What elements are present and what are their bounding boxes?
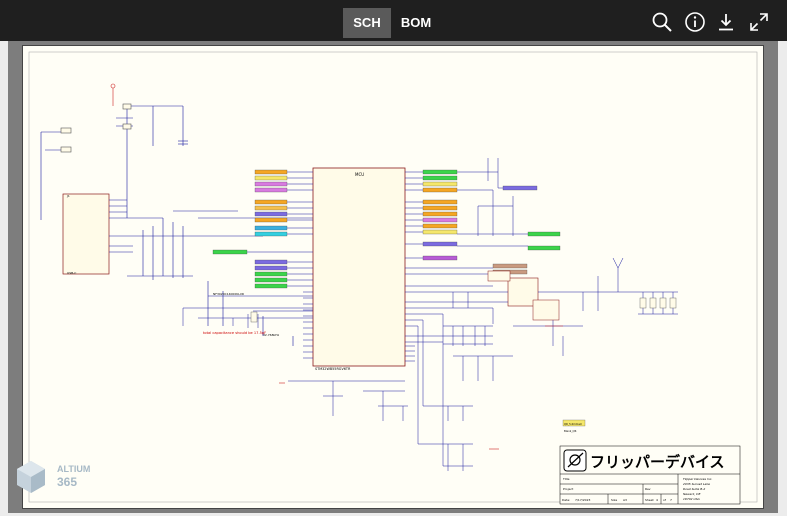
date-value: 7/17/2023 [575,498,590,502]
of-label: of [663,498,667,502]
download-icon[interactable] [715,11,737,33]
company-line-2: 2035 Sunset Lake [683,482,710,486]
of-value: 7 [670,498,672,502]
search-icon[interactable] [651,11,673,33]
company-line-4: Newark, DE [683,492,701,496]
schematic-drawing: J1 USB-C MCU STM32WB55RGV6TR [28,51,758,505]
viewer-toolbar: SCH BOM [0,0,787,41]
company-line-5: 19702 USA [683,497,700,501]
sheet-value: 4 [656,498,658,502]
altium-number: 365 [57,475,78,489]
tab-bom[interactable]: BOM [400,15,432,30]
altium-hex-icon [17,461,45,493]
flipper-logo [563,449,587,472]
qr-footprint-label: QR_5.0mmsm [564,422,583,426]
oscillator-value: 32.768kHz [263,333,279,337]
svg-text:J1: J1 [66,194,70,198]
capacitance-note: total capacitance should be 17.5pF [203,331,266,335]
qr-label: Blank_QR [564,429,577,433]
sheet-label: Sheet [645,498,654,502]
title-label: Title [562,477,570,481]
mcu-part-number: STM32WB55RGV6TR [315,367,351,371]
size-label: Size [611,498,617,502]
info-icon[interactable] [684,11,706,33]
date-label: Date: [562,498,570,502]
oscillator-part: NF3020C14000KLXR [213,292,244,296]
company-name-jp: フリッパーデバイス [590,453,725,471]
mcu-title: MCU [355,172,364,177]
altium-365-logo: ALTIUM 365 [14,460,94,516]
fullscreen-icon[interactable] [748,11,770,33]
rev-label: Rev [645,487,651,491]
company-line-1: Flipper Devices Inc. [683,477,712,481]
company-line-3: Road Suite B-2 [683,487,705,491]
project-label: Project [563,487,574,491]
tab-sch[interactable]: SCH [343,8,391,38]
svg-text:USB-C: USB-C [67,271,76,275]
size-value: A3 [623,498,627,502]
altium-name: ALTIUM [57,464,91,474]
schematic-sheet[interactable]: J1 USB-C MCU STM32WB55RGV6TR [22,45,764,509]
